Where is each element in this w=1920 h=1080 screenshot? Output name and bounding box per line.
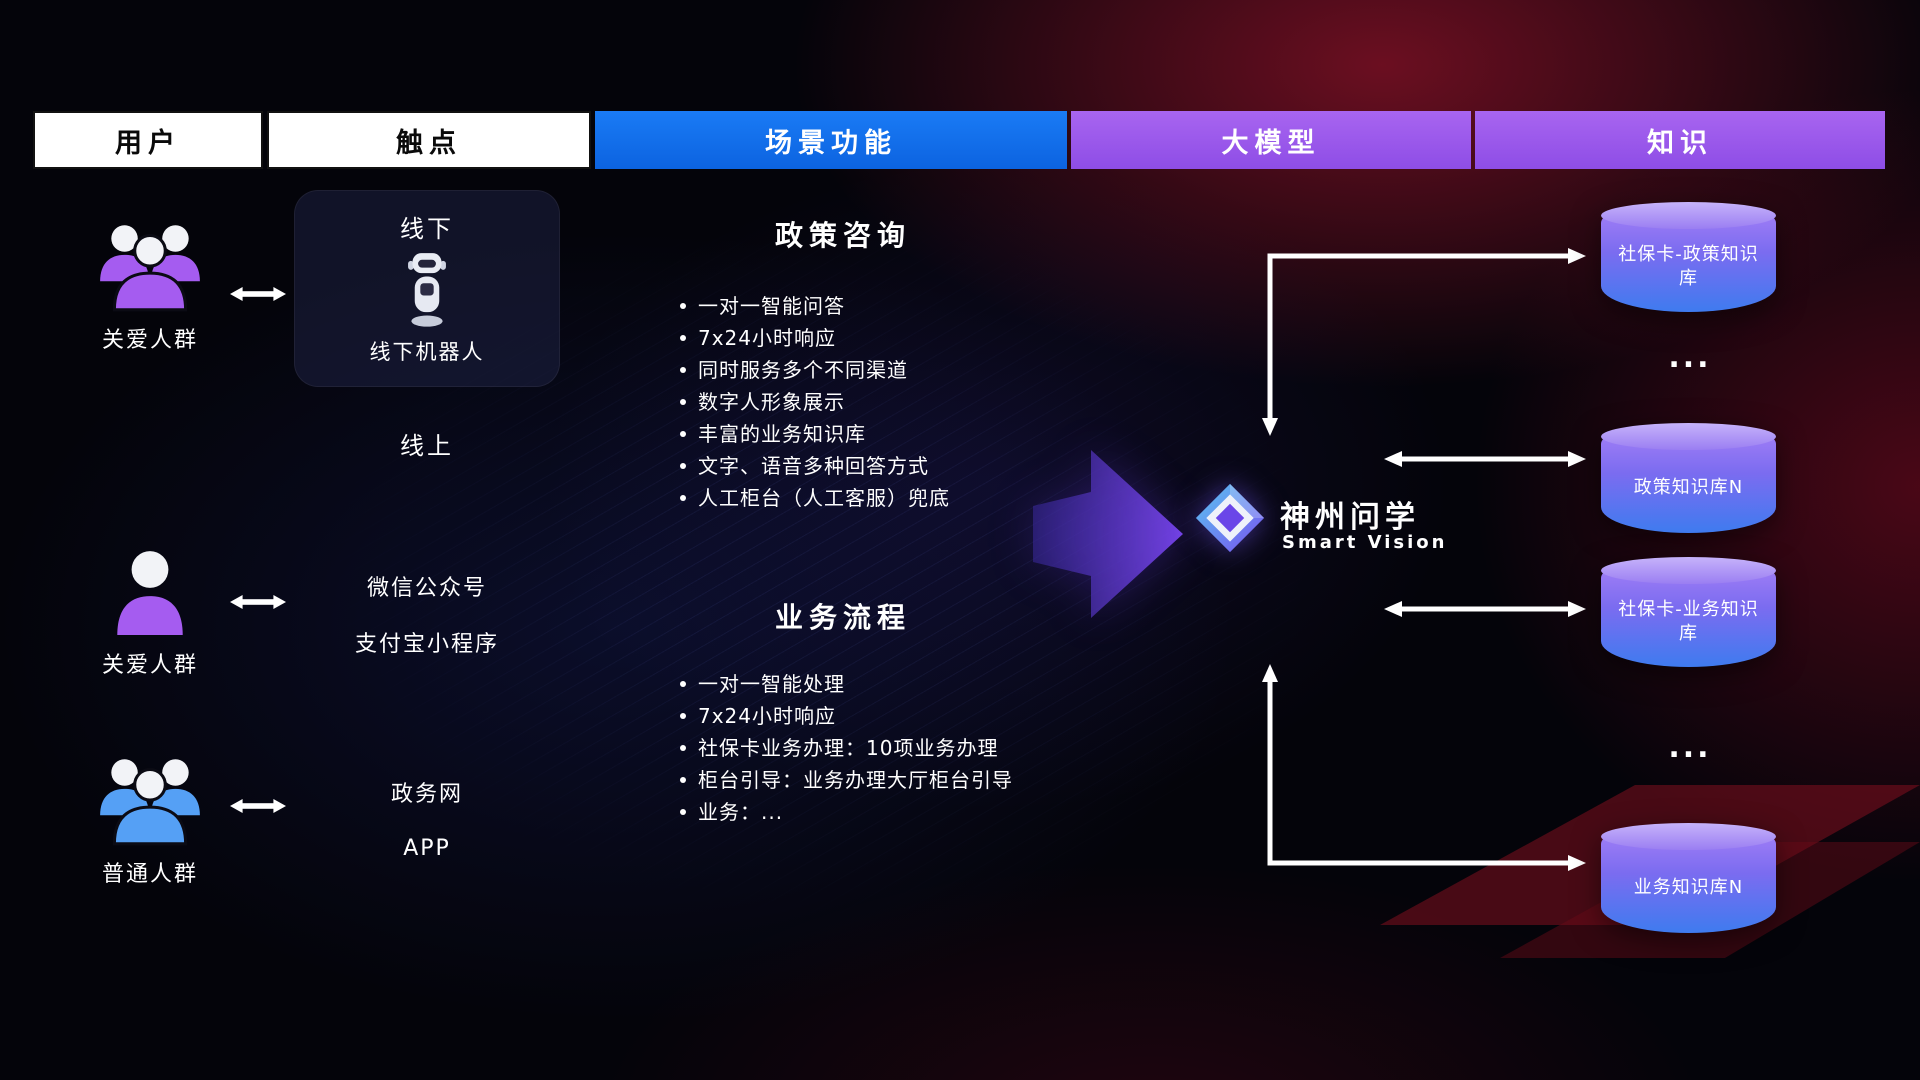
header-model: 大模型 [1071, 111, 1471, 169]
feature-item: 同时服务多个不同渠道 [678, 354, 1098, 386]
scenario-list-policy: 一对一智能问答 7x24小时响应 同时服务多个不同渠道 数字人形象展示 丰富的业… [678, 290, 1098, 514]
touchpoint-alipay: 支付宝小程序 [354, 632, 499, 657]
ellipsis-more-business: ... [1668, 730, 1712, 765]
user-block-care-2: 关爱人群 [60, 545, 240, 679]
touchpoint-app: APP [403, 836, 451, 861]
robot-icon [408, 253, 446, 327]
header-users: 用户 [33, 111, 263, 169]
touchpoint-wechat: 微信公众号 [366, 576, 487, 601]
cylinder-cap [1601, 557, 1776, 584]
header-knowledge: 知识 [1475, 111, 1885, 169]
feature-item: 一对一智能处理 [678, 668, 1098, 700]
bidirectional-arrow-icon [230, 595, 286, 609]
offline-touchpoint-panel: 线下 线下机器人 [294, 190, 560, 387]
feature-item: 社保卡业务办理：10项业务办理 [678, 732, 1098, 764]
knowledge-db-business-ssc: 社保卡-业务知识库 [1601, 557, 1776, 667]
user-single-icon [117, 551, 183, 635]
ellipsis-more-policy: ... [1668, 340, 1712, 375]
user-block-general: 普通人群 [60, 752, 240, 888]
user-label: 普通人群 [101, 862, 198, 887]
users-group-icon [100, 759, 200, 846]
cylinder-cap [1601, 823, 1776, 850]
header-touchpoints: 触点 [267, 111, 591, 169]
offline-title: 线下 [400, 215, 454, 243]
bidirectional-arrow-icon [230, 799, 286, 813]
knowledge-db-label: 业务知识库N [1633, 876, 1744, 898]
scenario-list-business: 一对一智能处理 7x24小时响应 社保卡业务办理：10项业务办理 柜台引导：业务… [678, 668, 1098, 828]
scenario-title-business: 业务流程 [774, 601, 911, 634]
cylinder-body [1601, 836, 1776, 933]
diamond-logo-icon [1195, 483, 1265, 553]
cylinder-body [1601, 570, 1776, 667]
feature-item: 文字、语音多种回答方式 [678, 450, 1098, 482]
knowledge-db-label: 社保卡-政策知识库 [1618, 243, 1759, 289]
knowledge-db-label: 社保卡-业务知识库 [1618, 598, 1759, 644]
model-name: 神州问学 [1280, 500, 1420, 535]
feature-item: 一对一智能问答 [678, 290, 1098, 322]
header-scenarios: 场景功能 [595, 111, 1067, 169]
users-group-icon [100, 225, 200, 312]
cylinder-body [1601, 436, 1776, 533]
knowledge-db-policy-ssc: 社保卡-政策知识库 [1601, 202, 1776, 312]
cylinder-cap [1601, 423, 1776, 450]
user-label: 关爱人群 [101, 328, 198, 353]
feature-item: 柜台引导：业务办理大厅柜台引导 [678, 764, 1098, 796]
online-title: 线上 [400, 432, 454, 460]
feature-item: 人工柜台（人工客服）兜底 [678, 482, 1098, 514]
user-label: 关爱人群 [101, 653, 198, 678]
touchpoint-gov-web: 政务网 [390, 782, 463, 807]
cylinder-cap [1601, 202, 1776, 229]
bidirectional-arrow-icon [230, 287, 286, 301]
knowledge-db-label: 政策知识库N [1633, 476, 1744, 498]
scenario-title-policy: 政策咨询 [774, 219, 911, 252]
feature-item: 业务：... [678, 796, 1098, 828]
model-subtitle: Smart Vision [1282, 532, 1448, 553]
cylinder-body [1601, 215, 1776, 312]
offline-robot-label: 线下机器人 [369, 340, 485, 364]
feature-item: 丰富的业务知识库 [678, 418, 1098, 450]
flow-arrow-icon [1033, 450, 1183, 618]
column-headers: 用户 触点 场景功能 大模型 知识 [33, 111, 1885, 169]
knowledge-connectors [1262, 248, 1586, 871]
feature-item: 7x24小时响应 [678, 700, 1098, 732]
user-block-care-1: 关爱人群 [60, 218, 240, 354]
feature-item: 7x24小时响应 [678, 322, 1098, 354]
knowledge-db-policy-n: 政策知识库N [1601, 423, 1776, 533]
knowledge-db-business-n: 业务知识库N [1601, 823, 1776, 933]
feature-item: 数字人形象展示 [678, 386, 1098, 418]
